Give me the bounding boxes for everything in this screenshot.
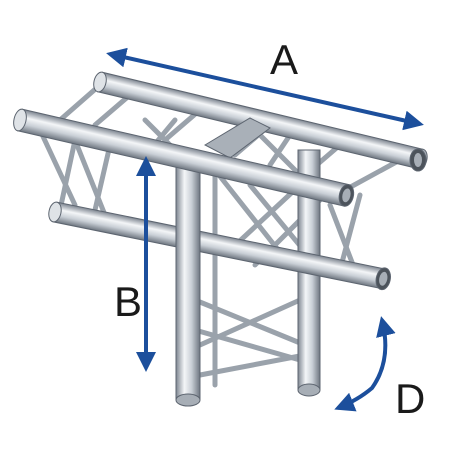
dimension-d-arrow xyxy=(334,316,396,412)
dimension-b-label: B xyxy=(114,278,142,325)
front-vertical-leg xyxy=(175,159,201,407)
dimension-arrows xyxy=(106,47,424,412)
bottom-chord xyxy=(48,201,391,291)
dimension-a-label: A xyxy=(270,36,298,83)
back-chord-end-cap-inner xyxy=(414,153,422,167)
truss-tubes xyxy=(13,71,428,407)
dimension-d-label: D xyxy=(395,375,425,422)
dimension-a-arrow xyxy=(106,47,424,131)
front-top-chord xyxy=(13,108,355,207)
